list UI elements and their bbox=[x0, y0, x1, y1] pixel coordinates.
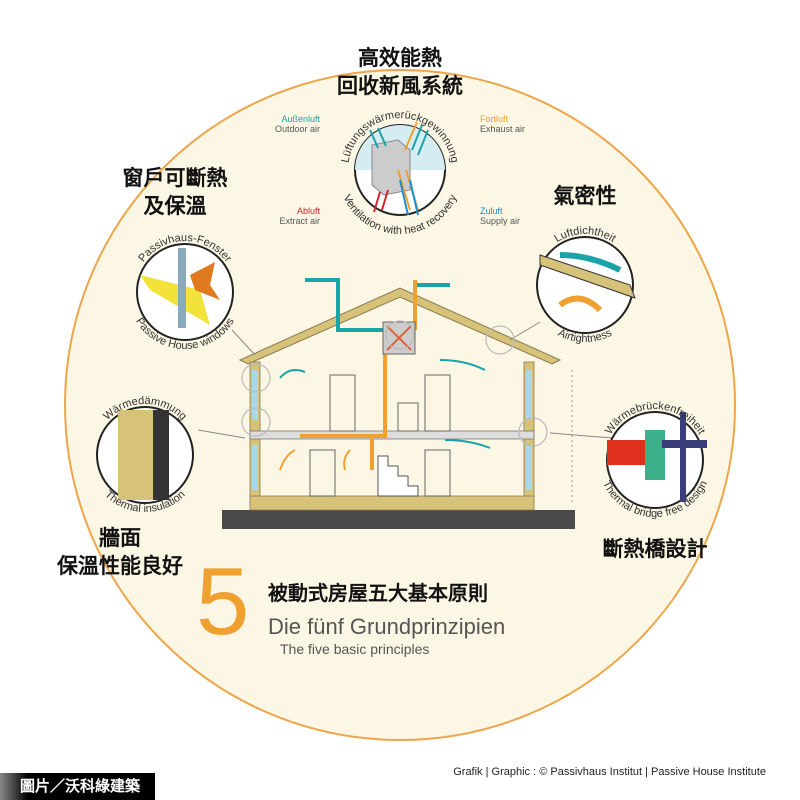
credit-text: Grafik | Graphic : © Passivhaus Institut… bbox=[453, 766, 766, 778]
exhaust-air-de: Fortluft bbox=[480, 114, 509, 124]
main-circle bbox=[64, 69, 736, 741]
title-de: Die fünf Grundprinzipien bbox=[268, 614, 506, 639]
outdoor-air-en: Outdoor air bbox=[274, 124, 320, 134]
supply-air-en: Supply air bbox=[480, 216, 521, 226]
extract-air-de: Abluft bbox=[296, 206, 320, 216]
windows-circle bbox=[136, 243, 234, 341]
windows-heading-line: 窗戶可斷熱 bbox=[122, 166, 228, 190]
airtightness-en-label: Airtightness bbox=[556, 327, 614, 345]
outdoor-air-de: Außenluft bbox=[281, 114, 320, 124]
ventilation-heading-line: 回收新風系統 bbox=[337, 74, 463, 98]
title-number: 5 bbox=[196, 548, 250, 655]
ventilation-circle bbox=[354, 121, 446, 216]
image-source-badge: 圖片／沃科綠建築 bbox=[0, 773, 155, 800]
insulation-heading-line: 牆面 bbox=[99, 526, 141, 550]
windows-heading-line: 及保溫 bbox=[143, 194, 207, 218]
insulation-heading: 牆面保溫性能良好 bbox=[40, 524, 200, 580]
connector-lines bbox=[197, 321, 613, 439]
ventilation-heading-line: 高效能熱 bbox=[358, 46, 442, 70]
airtightness-heading-line: 氣密性 bbox=[553, 184, 617, 208]
detail-markers bbox=[241, 320, 548, 447]
airtightness-heading: 氣密性 bbox=[530, 182, 640, 210]
windows-heading: 窗戶可斷熱及保溫 bbox=[100, 164, 250, 220]
insulation-heading-line: 保溫性能良好 bbox=[57, 554, 183, 578]
thermal-bridge-circle bbox=[606, 411, 707, 509]
insulation-circle bbox=[96, 406, 194, 504]
airtightness-circle bbox=[536, 236, 636, 334]
thermal-bridge-heading-line: 斷熱橋設計 bbox=[602, 537, 708, 561]
ventilation-heading: 高效能熱回收新風系統 bbox=[310, 44, 490, 100]
title-en: The five basic principles bbox=[280, 641, 430, 657]
extract-air-en: Extract air bbox=[279, 216, 320, 226]
title-zh: 被動式房屋五大基本原則 bbox=[268, 581, 488, 605]
thermal-bridge-heading: 斷熱橋設計 bbox=[585, 535, 725, 563]
supply-air-de: Zuluft bbox=[480, 206, 503, 216]
exhaust-air-en: Exhaust air bbox=[480, 124, 526, 134]
